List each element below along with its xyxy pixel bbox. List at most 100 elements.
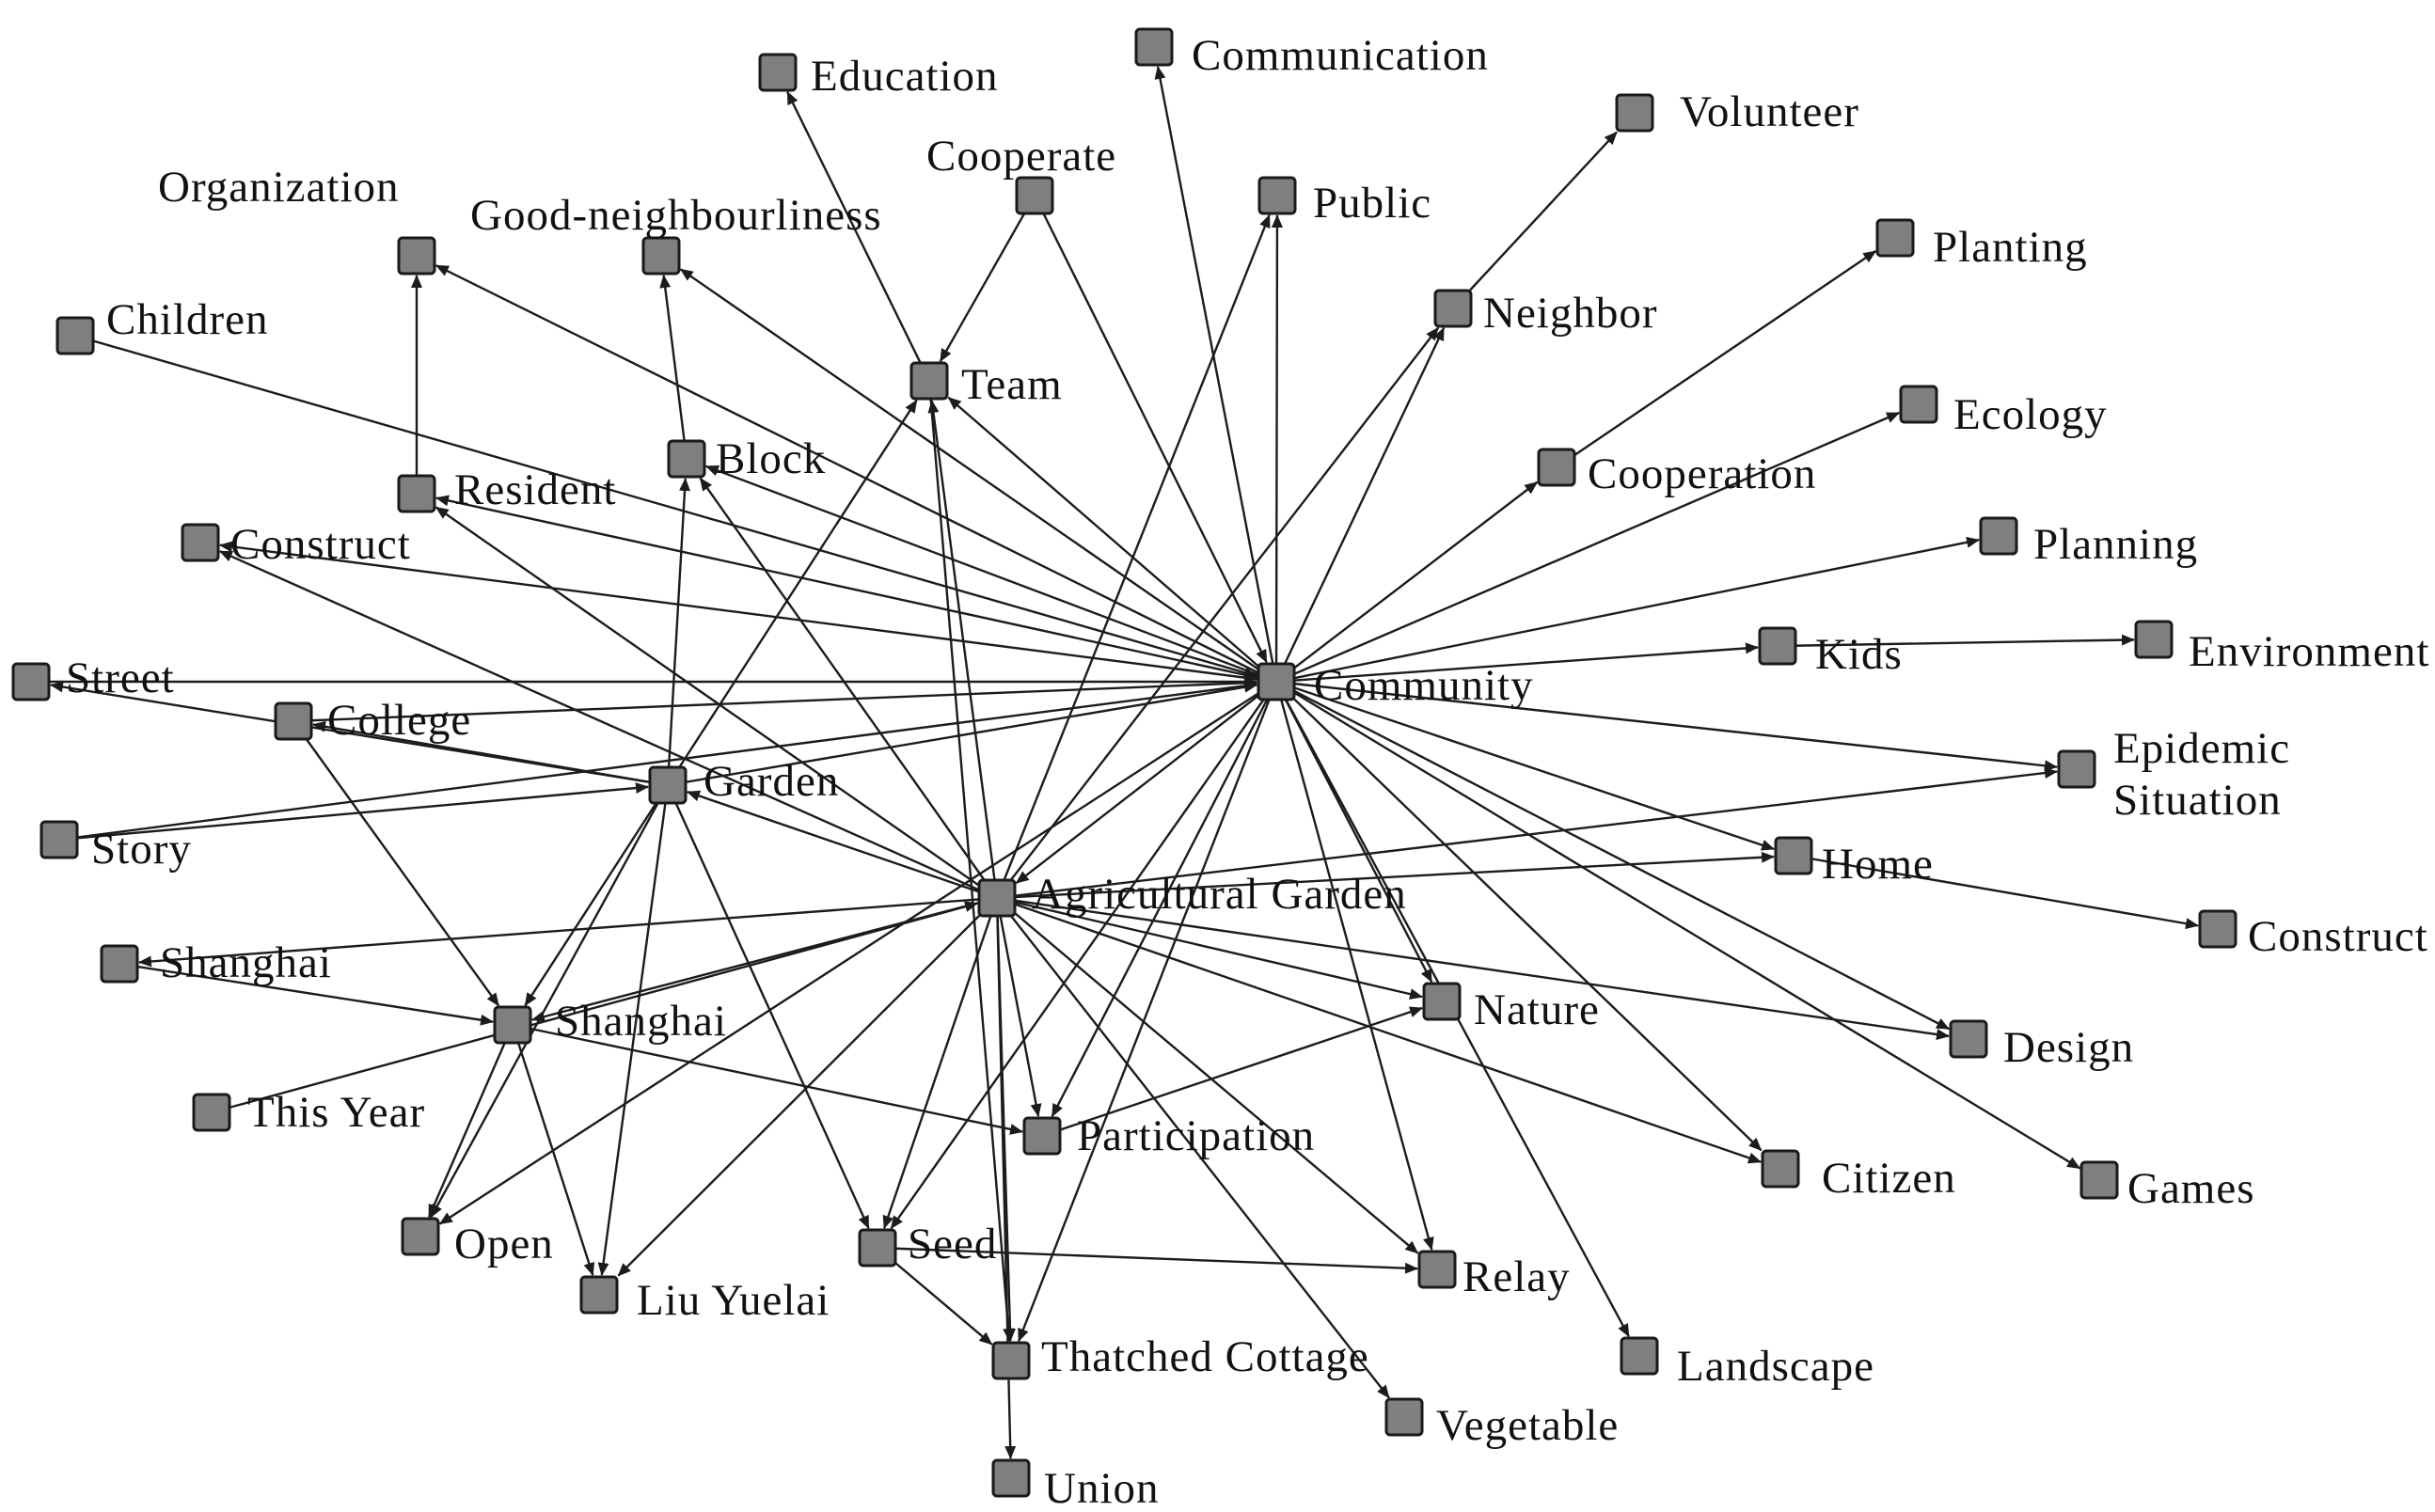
- edge-block-to-good-neighbourliness: [659, 274, 688, 460]
- node-box-citizen: [1761, 1149, 1800, 1189]
- node-label-resident: Resident: [454, 465, 616, 514]
- node-shanghai-a: Shanghai: [100, 938, 332, 987]
- edge-cooperate-to-community: [1033, 195, 1268, 664]
- node-community: Community: [1257, 661, 1533, 710]
- node-games: Games: [2079, 1160, 2254, 1213]
- node-box-agricultural-garden: [977, 878, 1017, 918]
- node-label-story: Story: [91, 825, 192, 874]
- node-label-environment: Environment: [2189, 627, 2429, 676]
- node-box-team: [909, 361, 949, 401]
- node-label-agricultural-garden: Agricultural Garden: [1032, 870, 1407, 919]
- edge-neighbor-to-volunteer: [1452, 131, 1618, 309]
- node-label-volunteer: Volunteer: [1680, 87, 1859, 136]
- node-box-construct2: [2198, 909, 2237, 949]
- node-box-communication: [1134, 27, 1174, 67]
- edge-community-to-public: [1271, 214, 1283, 683]
- node-union: Union: [991, 1458, 1160, 1512]
- edge-community-to-thatched-cottage: [1018, 681, 1278, 1343]
- node-label-block: Block: [716, 434, 826, 483]
- node-box-shanghai-a: [100, 944, 139, 984]
- node-construct: Construct: [181, 520, 411, 569]
- node-label-landscape: Landscape: [1677, 1342, 1874, 1391]
- node-planting: Planting: [1875, 218, 2088, 272]
- node-label-shanghai-a: Shanghai: [160, 938, 332, 987]
- node-box-epidemic: [2057, 749, 2096, 789]
- node-label-construct: Construct: [230, 520, 411, 569]
- edge-community-to-home: [1275, 680, 1776, 851]
- node-label-liu-yuelai: Liu Yuelai: [637, 1276, 830, 1325]
- node-good-neighbourliness: Good-neighbourliness: [470, 191, 882, 276]
- edge-community-to-cooperation: [1275, 480, 1539, 683]
- edge-garden-to-community: [667, 681, 1258, 787]
- node-planning: Planning: [1979, 516, 2197, 569]
- edge-garden-to-liu-yuelai: [597, 784, 670, 1277]
- node-volunteer: Volunteer: [1615, 87, 1859, 136]
- edge-agricultural-garden-to-liu-yuelai: [617, 897, 998, 1277]
- node-children: Children: [55, 295, 267, 355]
- node-resident: Resident: [397, 465, 616, 514]
- node-box-organization: [397, 236, 436, 276]
- edge-agricultural-garden-to-construct: [218, 550, 998, 900]
- node-landscape: Landscape: [1620, 1336, 1874, 1391]
- node-box-seed: [858, 1228, 897, 1268]
- node-public: Public: [1257, 176, 1431, 228]
- node-agricultural-garden: Agricultural Garden: [977, 870, 1407, 919]
- node-liu-yuelai: Liu Yuelai: [579, 1275, 830, 1325]
- edge-college-to-shanghai-b: [293, 720, 500, 1007]
- node-label-cooperation: Cooperation: [1588, 449, 1816, 498]
- node-box-cooperation: [1537, 448, 1576, 487]
- node-box-block: [667, 439, 706, 479]
- node-label-planting: Planting: [1933, 223, 2088, 272]
- edge-agricultural-garden-to-participation: [995, 897, 1042, 1118]
- node-label-home: Home: [1822, 840, 1934, 889]
- node-label-neighbor: Neighbor: [1483, 289, 1658, 338]
- edge-community-to-games: [1275, 680, 2081, 1170]
- edge-community-to-citizen: [1275, 681, 1763, 1152]
- node-label-construct2: Construct: [2248, 912, 2428, 961]
- edge-team-to-education: [786, 90, 931, 382]
- node-label-organization: Organization: [158, 163, 400, 212]
- edge-children-to-community: [74, 334, 1258, 679]
- edge-community-to-ecology: [1275, 411, 1901, 684]
- node-label-union: Union: [1044, 1464, 1160, 1512]
- node-label-garden: Garden: [704, 757, 839, 806]
- node-home: Home: [1774, 836, 1934, 889]
- node-box-home: [1774, 836, 1813, 875]
- edge-seed-to-thatched-cottage: [877, 1247, 993, 1346]
- edge-community-to-planning: [1275, 536, 1981, 684]
- edge-agricultural-garden-to-block: [699, 477, 998, 899]
- edge-shanghai-b-to-open: [427, 1024, 514, 1219]
- node-box-design: [1949, 1019, 1988, 1059]
- node-ecology: Ecology: [1899, 385, 2108, 439]
- node-box-relay: [1417, 1250, 1457, 1289]
- edge-seed-to-relay: [877, 1246, 1419, 1274]
- edge-agricultural-garden-to-design: [996, 896, 1951, 1041]
- node-box-story: [40, 820, 79, 859]
- edge-community-to-organization: [435, 264, 1277, 684]
- node-box-ecology: [1899, 385, 1938, 424]
- node-citizen: Citizen: [1761, 1149, 1955, 1203]
- node-open: Open: [401, 1217, 553, 1268]
- edge-agricultural-garden-to-shanghai-a: [137, 896, 998, 968]
- node-label-good-neighbourliness: Good-neighbourliness: [470, 191, 882, 240]
- node-box-shanghai-b: [493, 1005, 532, 1045]
- node-box-construct: [181, 523, 220, 562]
- node-organization: Organization: [158, 163, 436, 276]
- node-block: Block: [667, 434, 826, 483]
- node-box-street: [11, 662, 51, 701]
- edge-community-to-resident: [435, 495, 1277, 684]
- node-box-planning: [1979, 516, 2018, 556]
- node-box-resident: [397, 474, 436, 513]
- edge-participation-to-nature: [1041, 1006, 1424, 1138]
- edge-garden-to-seed: [666, 784, 870, 1230]
- edge-cooperation-to-planting: [1556, 250, 1877, 468]
- edge-agricultural-garden-to-resident: [435, 506, 998, 899]
- node-box-planting: [1875, 218, 1915, 258]
- node-label-college: College: [327, 696, 471, 745]
- edge-garden-to-open: [430, 784, 670, 1219]
- edge-story-to-community: [58, 680, 1258, 842]
- node-box-liu-yuelai: [579, 1275, 619, 1315]
- edge-community-to-design: [1275, 680, 1951, 1031]
- node-label-ecology: Ecology: [1953, 390, 2108, 439]
